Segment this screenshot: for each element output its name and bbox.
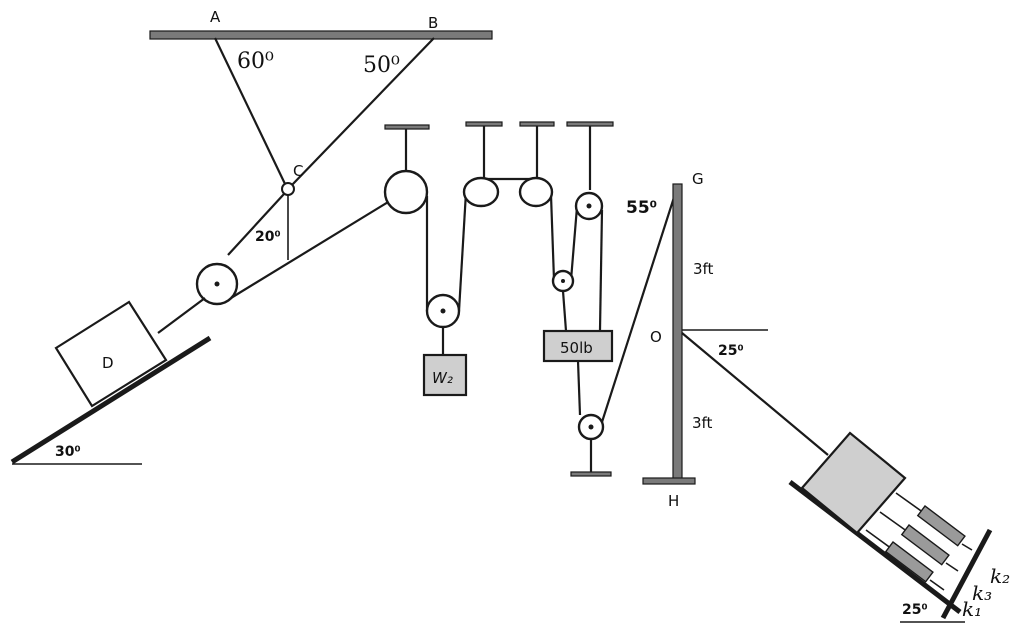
label-length-oh: 3ft <box>692 414 713 432</box>
label-point-g: G <box>692 170 704 188</box>
pulley-top-2 <box>462 176 500 208</box>
pulley-movable-1-hub <box>440 308 446 314</box>
label-spring-k2: k₂ <box>990 564 1010 588</box>
rope-p4-left <box>569 206 579 281</box>
ring-c <box>281 182 295 196</box>
spring-k2 <box>895 492 973 551</box>
ceiling-p4 <box>566 121 614 127</box>
cable-pulley-d <box>157 297 206 334</box>
pulley-top-1 <box>383 169 429 215</box>
label-angle-incline-left: 30⁰ <box>55 444 81 460</box>
label-angle-incline-right: 25⁰ <box>902 602 928 618</box>
rope-movable1-up <box>457 191 468 312</box>
label-angle-g: 55⁰ <box>626 198 657 218</box>
label-spring-k3: k₃ <box>972 581 992 605</box>
incline-right <box>788 480 962 614</box>
spring-k1 <box>865 529 945 591</box>
floor-lower-pulley <box>570 471 612 477</box>
base-h <box>642 477 696 485</box>
ceiling-p1 <box>384 124 430 130</box>
cable-c-pulley <box>227 193 285 256</box>
label-length-go: 3ft <box>693 260 714 278</box>
rope-50lb-lower <box>576 360 582 416</box>
ceiling-ab <box>149 30 493 40</box>
spring-k3 <box>879 511 959 572</box>
block-right <box>800 431 907 535</box>
label-point-a: A <box>210 8 221 26</box>
bar-gh <box>672 183 683 483</box>
pulley-lower-hub <box>588 424 594 430</box>
cable-ac <box>214 37 287 187</box>
hanger-50lb <box>561 290 568 332</box>
rope-p3-down <box>549 194 556 281</box>
label-spring-k1: k₁ <box>962 597 982 621</box>
pulley-top-3 <box>518 176 554 208</box>
label-block-d: D <box>102 354 114 372</box>
label-point-o: O <box>650 328 662 346</box>
ceiling-p3 <box>519 121 555 127</box>
incline-left <box>10 335 212 465</box>
label-angle-o: 25⁰ <box>718 343 744 359</box>
label-angle-c: 20⁰ <box>255 229 281 245</box>
label-point-h: H <box>668 492 679 510</box>
weight-w2 <box>422 353 468 397</box>
ceiling-p2 <box>465 121 503 127</box>
cable-o-block <box>681 332 829 456</box>
label-point-c: C <box>293 162 303 180</box>
pulley-top-4-hub <box>586 203 592 209</box>
cable-bc <box>290 37 435 187</box>
rope-p4-right <box>598 209 604 331</box>
label-angle-b: 50⁰ <box>363 53 400 78</box>
label-weight-w2: W₂ <box>432 369 453 387</box>
weight-50lb <box>542 329 614 363</box>
cable-left-to-top <box>230 195 399 299</box>
incline-right-wall <box>940 528 993 620</box>
rope-lower-to-g <box>600 187 679 423</box>
label-angle-a: 60⁰ <box>237 49 274 74</box>
label-point-b: B <box>428 14 438 32</box>
pulley-left-hub <box>214 281 220 287</box>
pulley-small-hub <box>561 279 565 283</box>
block-d <box>54 300 168 408</box>
label-weight-50lb: 50lb <box>560 339 593 357</box>
